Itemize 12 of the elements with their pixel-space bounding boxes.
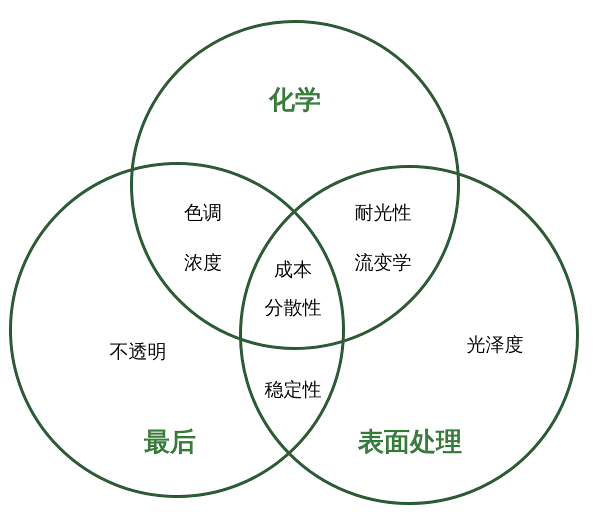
region-label: 成本 (274, 258, 312, 283)
region-label: 流变学 (354, 251, 412, 276)
set-title: 化学 (269, 84, 321, 118)
region-label: 色调 (184, 201, 222, 226)
region-label: 不透明 (110, 340, 166, 365)
set-title: 表面处理 (358, 426, 462, 460)
region-label: 耐光性 (354, 201, 412, 226)
set-title: 最后 (144, 426, 196, 460)
region-label: 稳定性 (264, 378, 322, 403)
region-label: 浓度 (184, 251, 222, 276)
region-label: 分散性 (264, 296, 322, 321)
region-label: 光泽度 (466, 333, 524, 358)
